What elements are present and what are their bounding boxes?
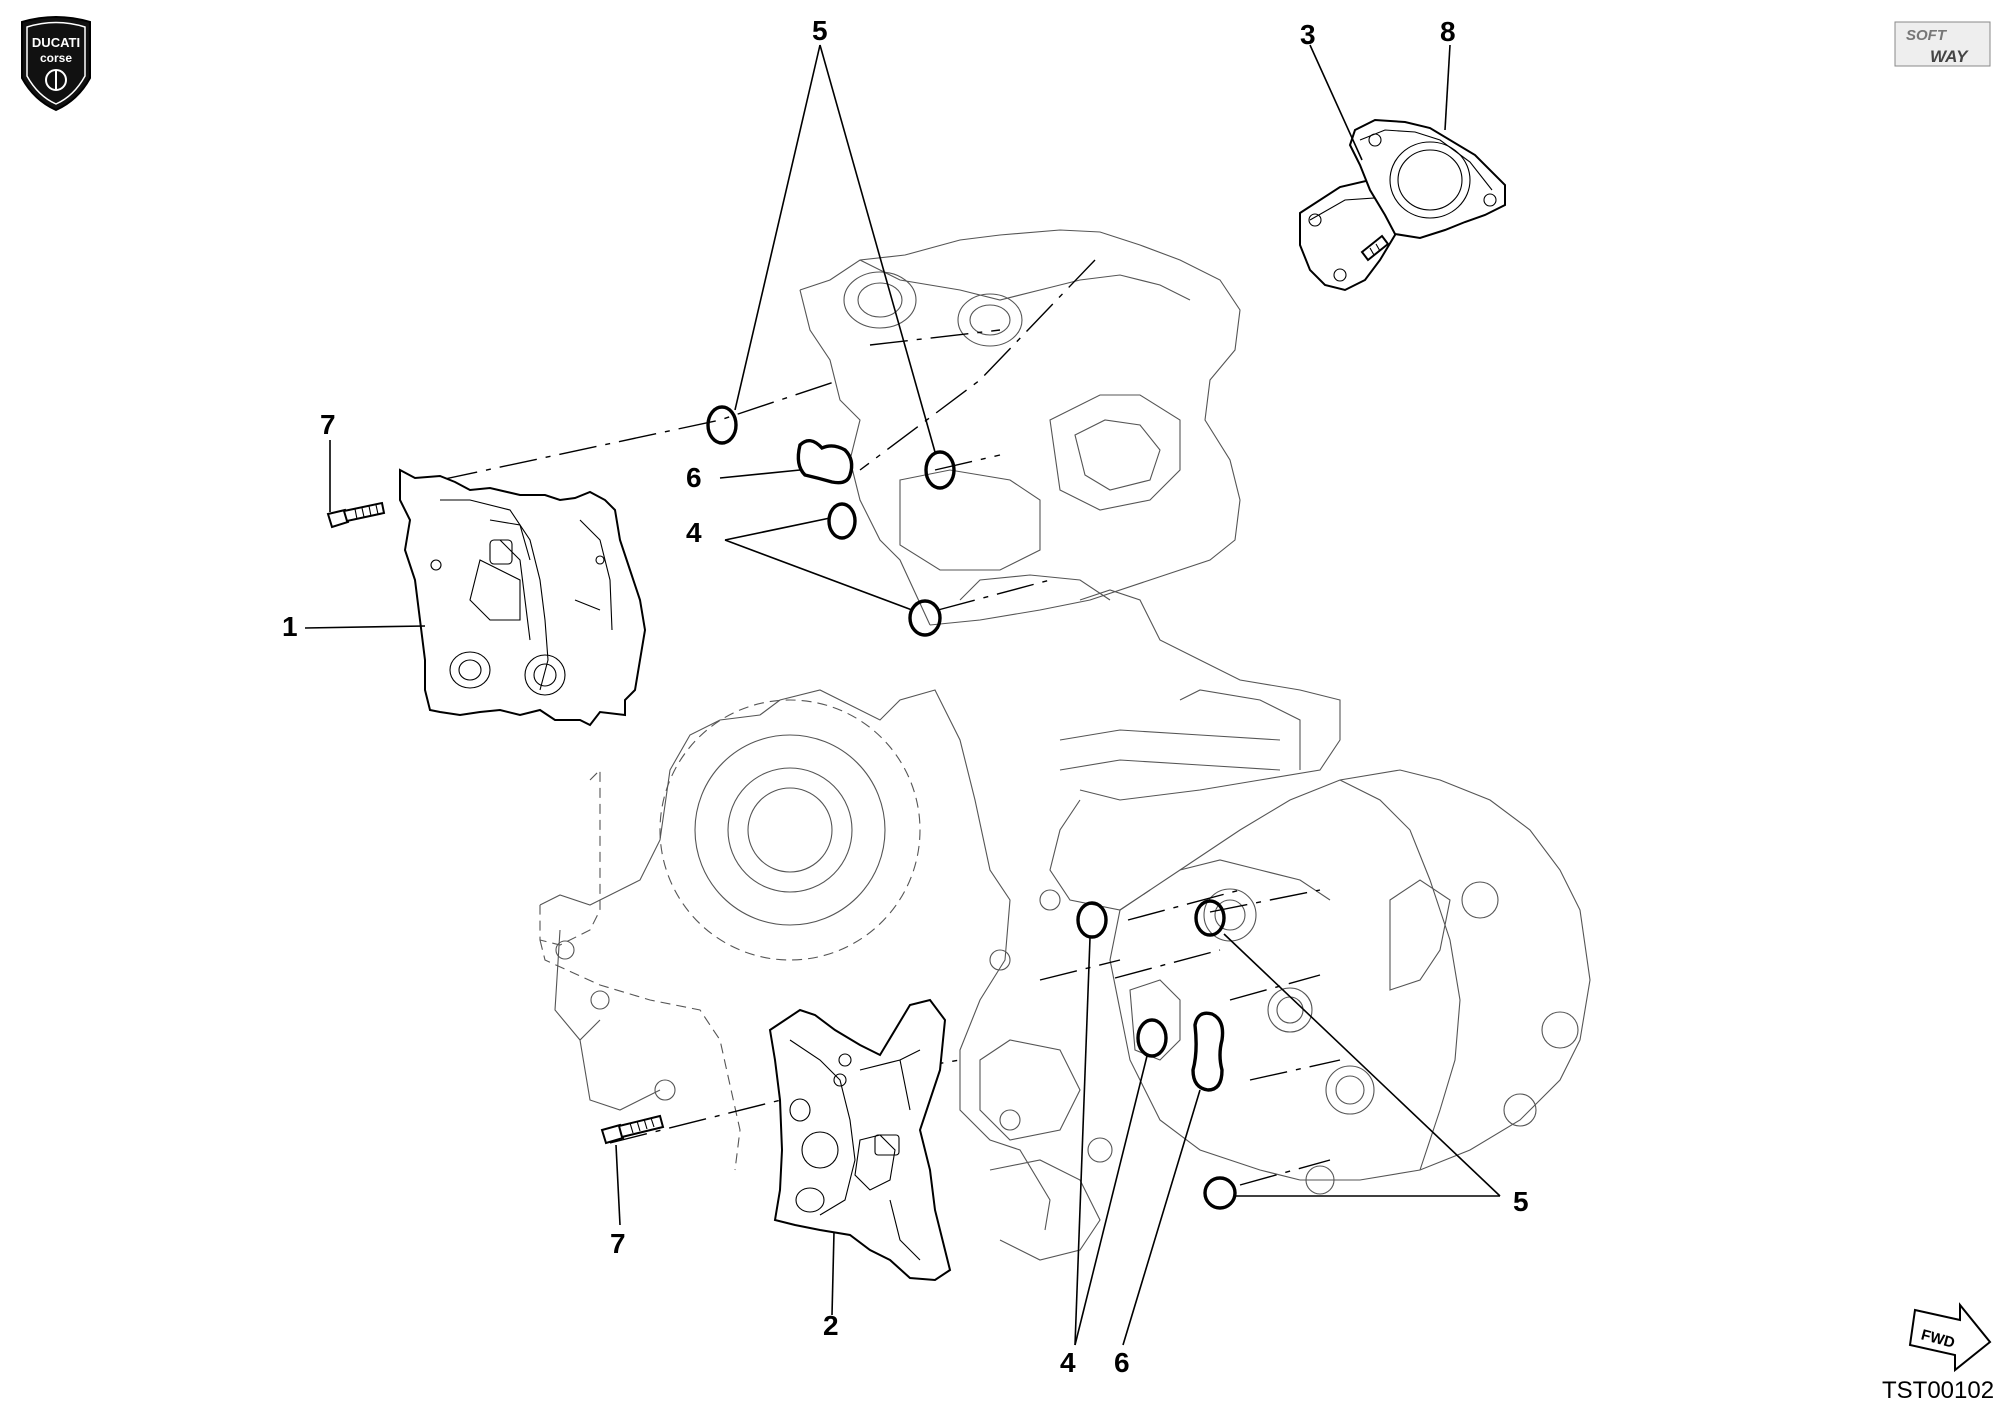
seal-4-lower-left xyxy=(1076,901,1108,939)
ducati-corse-logo: DUCATI corse xyxy=(21,16,91,112)
seal-4-upper-left xyxy=(827,502,857,540)
callout-2: 2 xyxy=(823,1310,839,1341)
seal-6-upper xyxy=(796,439,854,485)
callout-labels: 5 6 4 7 1 3 8 7 2 4 6 5 xyxy=(282,15,1529,1378)
callout-3: 3 xyxy=(1300,19,1316,50)
drawing-code: TST00102 xyxy=(1882,1377,1994,1404)
callout-1: 1 xyxy=(282,611,298,642)
callout-6-upper: 6 xyxy=(686,462,702,493)
callout-5-top: 5 xyxy=(812,15,828,46)
callout-6-lower: 6 xyxy=(1114,1347,1130,1378)
callout-7-upper: 7 xyxy=(320,409,336,440)
seal-5-lower-upper xyxy=(1194,899,1226,937)
callout-5-right: 5 xyxy=(1513,1186,1529,1217)
callout-7-lower: 7 xyxy=(610,1228,626,1259)
callout-4-lower: 4 xyxy=(1060,1347,1076,1378)
fwd-arrow: FWD xyxy=(1908,1302,1992,1373)
seals-lower-group xyxy=(1076,899,1237,1210)
seal-5-lower-bottom xyxy=(1203,1176,1237,1210)
part-2-belt-cover-lower xyxy=(768,998,952,1282)
seal-5-upper-left xyxy=(706,405,738,445)
part-8-intake-flange xyxy=(1348,118,1506,240)
callout-4-upper: 4 xyxy=(686,517,702,548)
logo-corse-text: corse xyxy=(40,51,72,65)
seals-upper-group xyxy=(706,405,956,637)
seal-6-lower xyxy=(1191,1011,1225,1092)
part-7-bolt-lower xyxy=(600,1114,665,1145)
part-7-bolt-upper xyxy=(326,501,386,529)
part-1-belt-cover-upper xyxy=(399,468,647,727)
seal-4-lower-right xyxy=(1136,1018,1168,1058)
softway-way-text: WAY xyxy=(1930,47,1969,66)
seal-5-upper-right xyxy=(924,450,956,490)
engine-block-ghost xyxy=(539,229,1591,1261)
seal-4-upper-right xyxy=(908,599,942,637)
softway-soft-text: SOFT xyxy=(1906,27,1948,44)
leader-lines xyxy=(304,44,1501,1346)
softway-logo: SOFT WAY xyxy=(1894,21,1991,67)
logo-ducati-text: DUCATI xyxy=(32,35,80,50)
callout-8: 8 xyxy=(1440,16,1456,47)
